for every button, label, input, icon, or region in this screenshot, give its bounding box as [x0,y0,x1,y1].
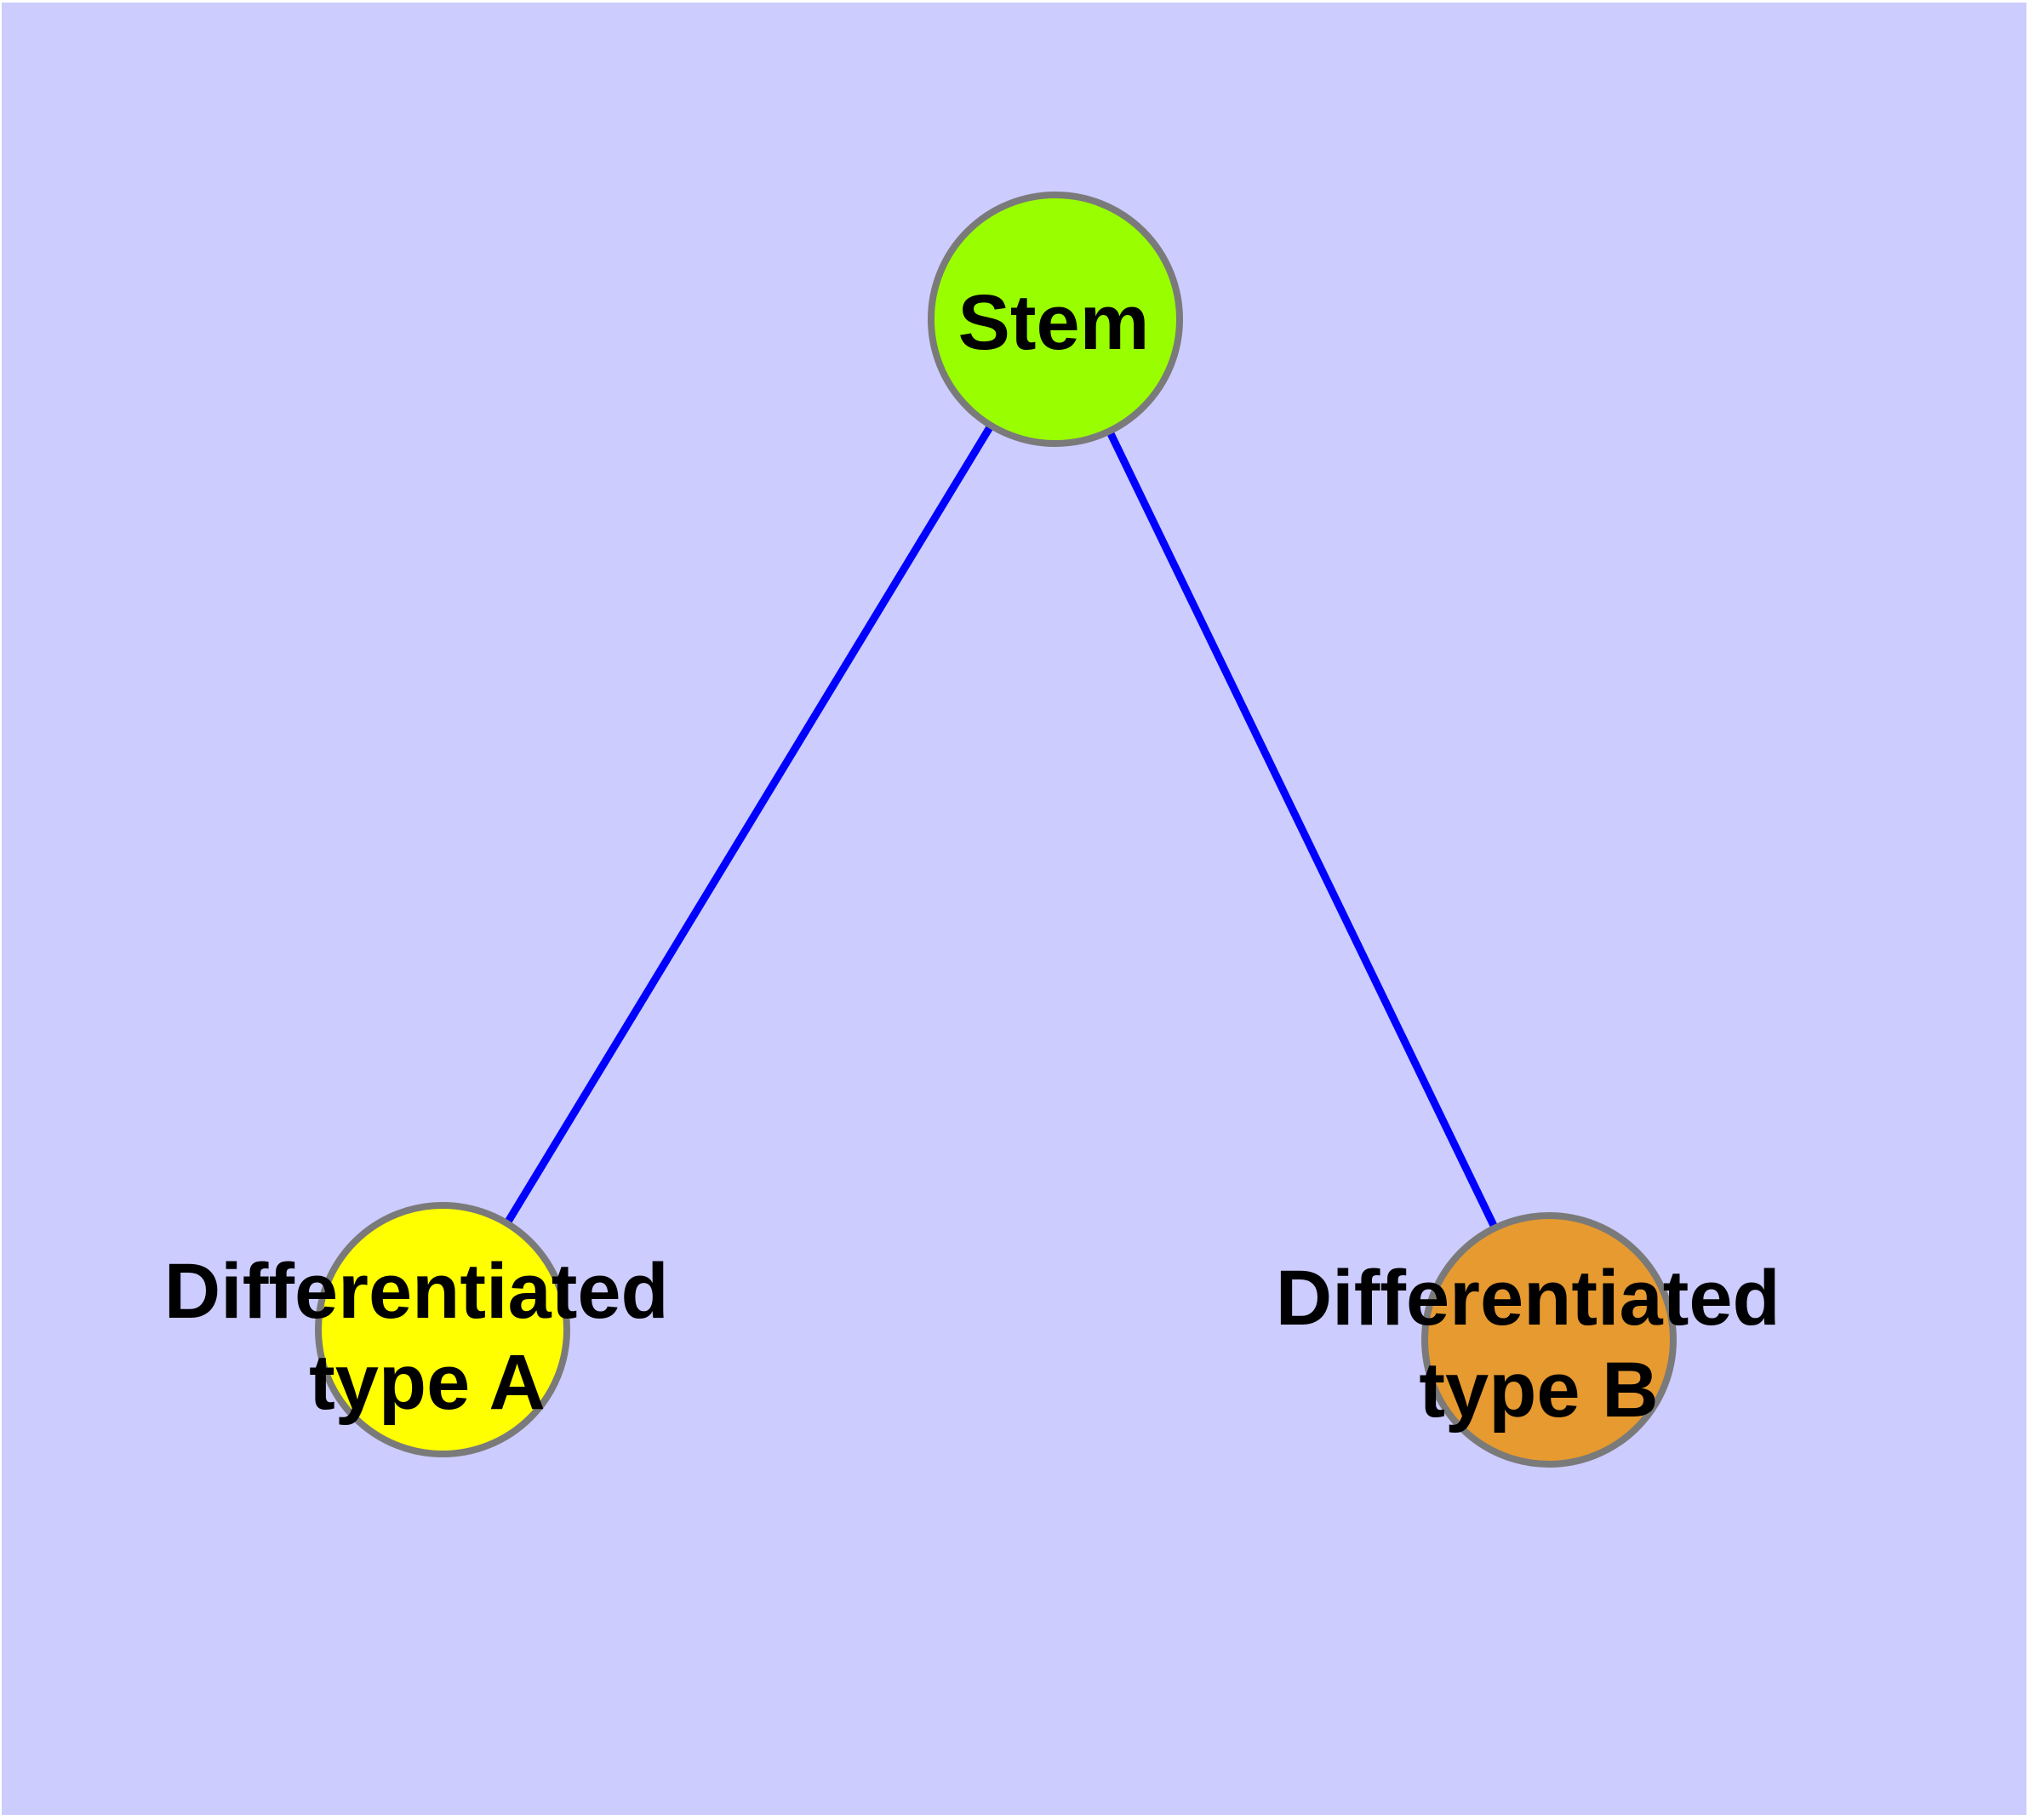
node-label-differentiated-type-a-line-2: type A [309,1339,546,1426]
label-layer: Stem Differentiated type A Differentiate… [164,279,1803,1434]
edge-stem-to-type-b [1051,318,1553,1342]
node-layer [315,192,1677,1468]
node-differentiated-type-b [1421,1212,1677,1468]
node-stem [928,192,1183,447]
edge-layer [439,317,1553,1342]
node-label-differentiated-type-a-line-1: Differentiated [164,1248,669,1335]
node-differentiated-type-a [315,1202,570,1457]
node-label-differentiated-type-b: Differentiated type B [1276,1255,1803,1434]
node-label-differentiated-type-a: Differentiated type A [164,1248,691,1426]
node-label-differentiated-type-b-line-2: type B [1419,1347,1658,1434]
edge-stem-to-type-a [439,317,1059,1332]
node-label-stem: Stem [958,279,1150,366]
node-label-differentiated-type-b-line-1: Differentiated [1276,1255,1780,1342]
